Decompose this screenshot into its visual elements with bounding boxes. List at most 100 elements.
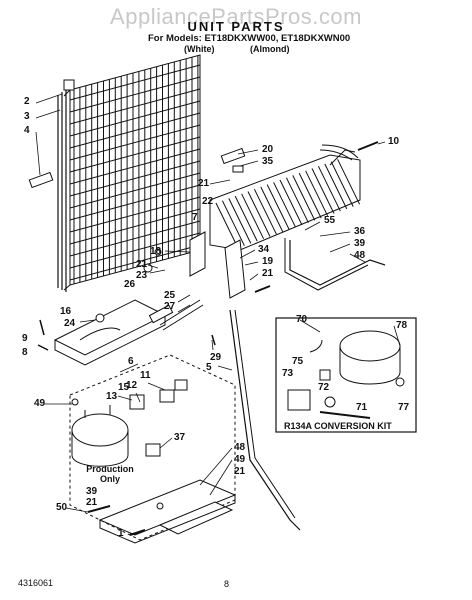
callout-71: 71 — [356, 402, 368, 413]
callout-31: 34 — [258, 244, 270, 255]
callout-25: 26 — [124, 279, 136, 290]
callout-37: 49 — [34, 398, 46, 409]
evaporator-fin — [337, 159, 361, 205]
callout-26: 25 — [164, 290, 176, 301]
diagram-title: UNIT PARTS — [187, 19, 285, 34]
overload-protector — [287, 389, 311, 411]
evaporator-fin — [324, 163, 348, 210]
callout-22: 22 — [202, 196, 214, 207]
coil-tube — [69, 76, 201, 113]
callout-33: 36 — [354, 226, 366, 237]
callout-49: 49 — [234, 454, 246, 465]
variant-white: (White) — [184, 44, 215, 54]
callout-50: 50 — [56, 502, 68, 513]
coil-tube — [69, 232, 201, 269]
callout-21-lower: 21 — [234, 466, 246, 477]
page-number: 8 — [224, 579, 230, 589]
callout-3: 3 — [24, 111, 30, 122]
callout-29: 29 — [210, 352, 222, 363]
evaporator-fin — [266, 184, 290, 230]
evaporator-fin — [221, 200, 245, 246]
watermark: AppliancePartsPros.com — [110, 4, 362, 29]
callout-10: 10 — [388, 136, 400, 147]
callout-13: 13 — [106, 391, 118, 402]
callout-2: 2 — [24, 96, 30, 107]
callout-7: 7 — [192, 212, 198, 223]
evaporator-fin — [228, 198, 252, 244]
callout-5: 5 — [206, 362, 212, 373]
evaporator-fin — [292, 175, 316, 221]
evaporator-coil — [209, 144, 361, 251]
callout-20: 20 — [262, 144, 274, 155]
screw — [87, 505, 111, 513]
coil-tube — [69, 100, 201, 137]
evaporator-fin — [298, 172, 322, 219]
callout-21-mid: 21 — [136, 259, 148, 270]
document-part-number: 4316061 — [18, 578, 54, 588]
coil-tube — [69, 208, 201, 245]
evaporator-fin — [273, 182, 297, 228]
conversion-kit-label: R134A CONVERSION KIT — [284, 421, 392, 431]
evaporator-fin — [247, 191, 271, 237]
callout-19: 19 — [262, 256, 274, 267]
suction-tube — [289, 240, 386, 286]
callout-73: 73 — [282, 368, 294, 379]
callout-24: 24 — [64, 318, 76, 329]
condenser-coil — [57, 54, 201, 292]
coil-tube — [69, 148, 201, 185]
callout-21-bottom: 21 — [86, 497, 98, 508]
drier-inset — [319, 411, 371, 419]
callout-48: 48 — [234, 442, 246, 453]
capillary-tube — [357, 141, 379, 151]
coil-tube — [69, 112, 201, 149]
evaporator-fin — [317, 165, 341, 212]
base-pan — [98, 479, 237, 544]
coil-tube — [69, 136, 201, 173]
callout-34: 37 — [174, 432, 186, 443]
callout-21-right: 21 — [262, 268, 274, 279]
drier — [220, 147, 246, 173]
callout-8: 8 — [22, 347, 28, 358]
coil-tube — [69, 160, 201, 197]
coil-tube — [69, 64, 201, 101]
coil-tube — [69, 172, 201, 209]
callout-21-top: 21 — [198, 178, 210, 189]
evaporator-fin — [234, 195, 258, 242]
coil-tube — [69, 196, 201, 233]
evaporator-fin — [241, 193, 265, 240]
evaporator-fin — [330, 161, 354, 207]
callout-1: 1 — [118, 528, 124, 539]
coil-tube — [69, 220, 201, 257]
cord-clip — [28, 79, 75, 189]
relay — [129, 394, 145, 410]
drain-pan — [53, 299, 167, 366]
evaporator-fin — [260, 186, 284, 233]
coil-tube — [69, 184, 201, 221]
callout-70: 70 — [296, 314, 308, 325]
discharge-tube — [229, 309, 301, 531]
coil-tube — [69, 124, 201, 161]
bracket — [189, 231, 206, 277]
callout-78: 78 — [396, 320, 408, 331]
callout-72: 72 — [318, 382, 330, 393]
evaporator-fin — [311, 168, 335, 214]
callout-23: 23 — [136, 270, 148, 281]
callout-75: 75 — [292, 356, 304, 367]
callout-77: 77 — [398, 402, 410, 413]
callout-6: 6 — [128, 356, 134, 367]
callout-11: 11 — [140, 370, 151, 381]
coil-tube — [69, 244, 201, 281]
callout-16: 16 — [60, 306, 72, 317]
evaporator-fin — [253, 188, 277, 235]
evaporator-fin — [215, 202, 239, 249]
callout-39: 39 — [86, 486, 98, 497]
callout-4: 4 — [24, 125, 30, 136]
callout-55: 55 — [324, 215, 336, 226]
evaporator-fin — [279, 179, 303, 226]
compressor — [71, 405, 129, 467]
drain-tube — [159, 299, 204, 331]
callout-36: 48 — [354, 250, 366, 261]
callout-35: 39 — [354, 238, 366, 249]
